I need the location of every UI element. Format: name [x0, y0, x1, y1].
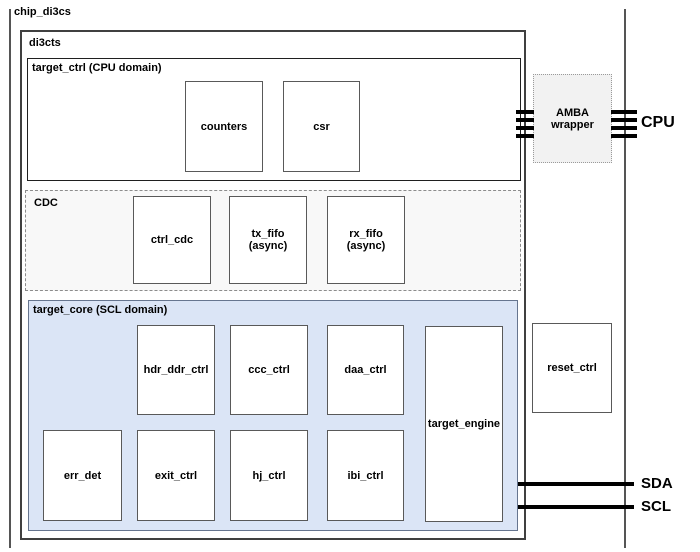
hdr-ddr-ctrl-block: hdr_ddr_ctrl [137, 325, 215, 415]
chip-right-edge [624, 9, 626, 548]
reset-ctrl-block: reset_ctrl [532, 323, 612, 413]
sda-port-label: SDA [641, 475, 673, 492]
hj-ctrl-block: hj_ctrl [230, 430, 308, 521]
tx-fifo-async-label: (async) [248, 240, 288, 252]
amba-label-line1: AMBA [556, 106, 589, 119]
di3cts-label: di3cts [29, 37, 61, 49]
daa-ctrl-block: daa_ctrl [327, 325, 404, 415]
bus-bar [516, 134, 534, 138]
chip-title: chip_di3cs [14, 6, 71, 18]
rx-fifo-label: rx_fifo [349, 228, 383, 240]
target-ctrl-block: target_ctrl (CPU domain) [27, 58, 521, 181]
bus-bar [611, 134, 637, 138]
err-det-label: err_det [63, 469, 102, 482]
csr-block: csr [283, 81, 360, 172]
target-core-label: target_core (SCL domain) [33, 304, 168, 316]
ccc-ctrl-label: ccc_ctrl [248, 364, 290, 376]
scl-port-label: SCL [641, 498, 671, 515]
chip-left-edge [9, 9, 11, 548]
cpu-bus-left [516, 110, 534, 138]
cdc-label: CDC [34, 197, 58, 209]
err-det-block: err_det [43, 430, 122, 521]
ctrl-cdc-block: ctrl_cdc [133, 196, 211, 284]
reset-ctrl-label: reset_ctrl [547, 362, 597, 374]
bus-bar [611, 110, 637, 114]
ctrl-cdc-label: ctrl_cdc [150, 234, 194, 246]
rx-fifo-async-label: (async) [346, 240, 386, 252]
bus-bar [516, 110, 534, 114]
bus-bar [516, 118, 534, 122]
ibi-ctrl-label: ibi_ctrl [347, 469, 384, 482]
target-engine-block: target_engine [425, 326, 503, 522]
counters-label: counters [200, 120, 248, 133]
scl-wire [518, 505, 634, 509]
bus-bar [611, 118, 637, 122]
counters-block: counters [185, 81, 263, 172]
amba-wrapper-block: AMBA wrapper [533, 74, 612, 163]
cpu-port-label: CPU [641, 114, 675, 131]
bus-bar [611, 126, 637, 130]
hdr-ddr-ctrl-label: hdr_ddr_ctrl [143, 364, 209, 376]
tx-fifo-block: tx_fifo (async) [229, 196, 307, 284]
exit-ctrl-label: exit_ctrl [154, 469, 198, 482]
target-ctrl-label: target_ctrl (CPU domain) [32, 62, 162, 74]
daa-ctrl-label: daa_ctrl [344, 364, 387, 376]
rx-fifo-block: rx_fifo (async) [327, 196, 405, 284]
csr-label: csr [313, 120, 330, 133]
ibi-ctrl-block: ibi_ctrl [327, 430, 404, 521]
hj-ctrl-label: hj_ctrl [252, 469, 286, 482]
sda-wire [518, 482, 634, 486]
target-engine-label: target_engine [427, 418, 501, 430]
exit-ctrl-block: exit_ctrl [137, 430, 215, 521]
bus-bar [516, 126, 534, 130]
amba-label-line2: wrapper [551, 118, 594, 131]
tx-fifo-label: tx_fifo [251, 228, 285, 240]
cpu-bus-right [611, 110, 637, 138]
ccc-ctrl-block: ccc_ctrl [230, 325, 308, 415]
